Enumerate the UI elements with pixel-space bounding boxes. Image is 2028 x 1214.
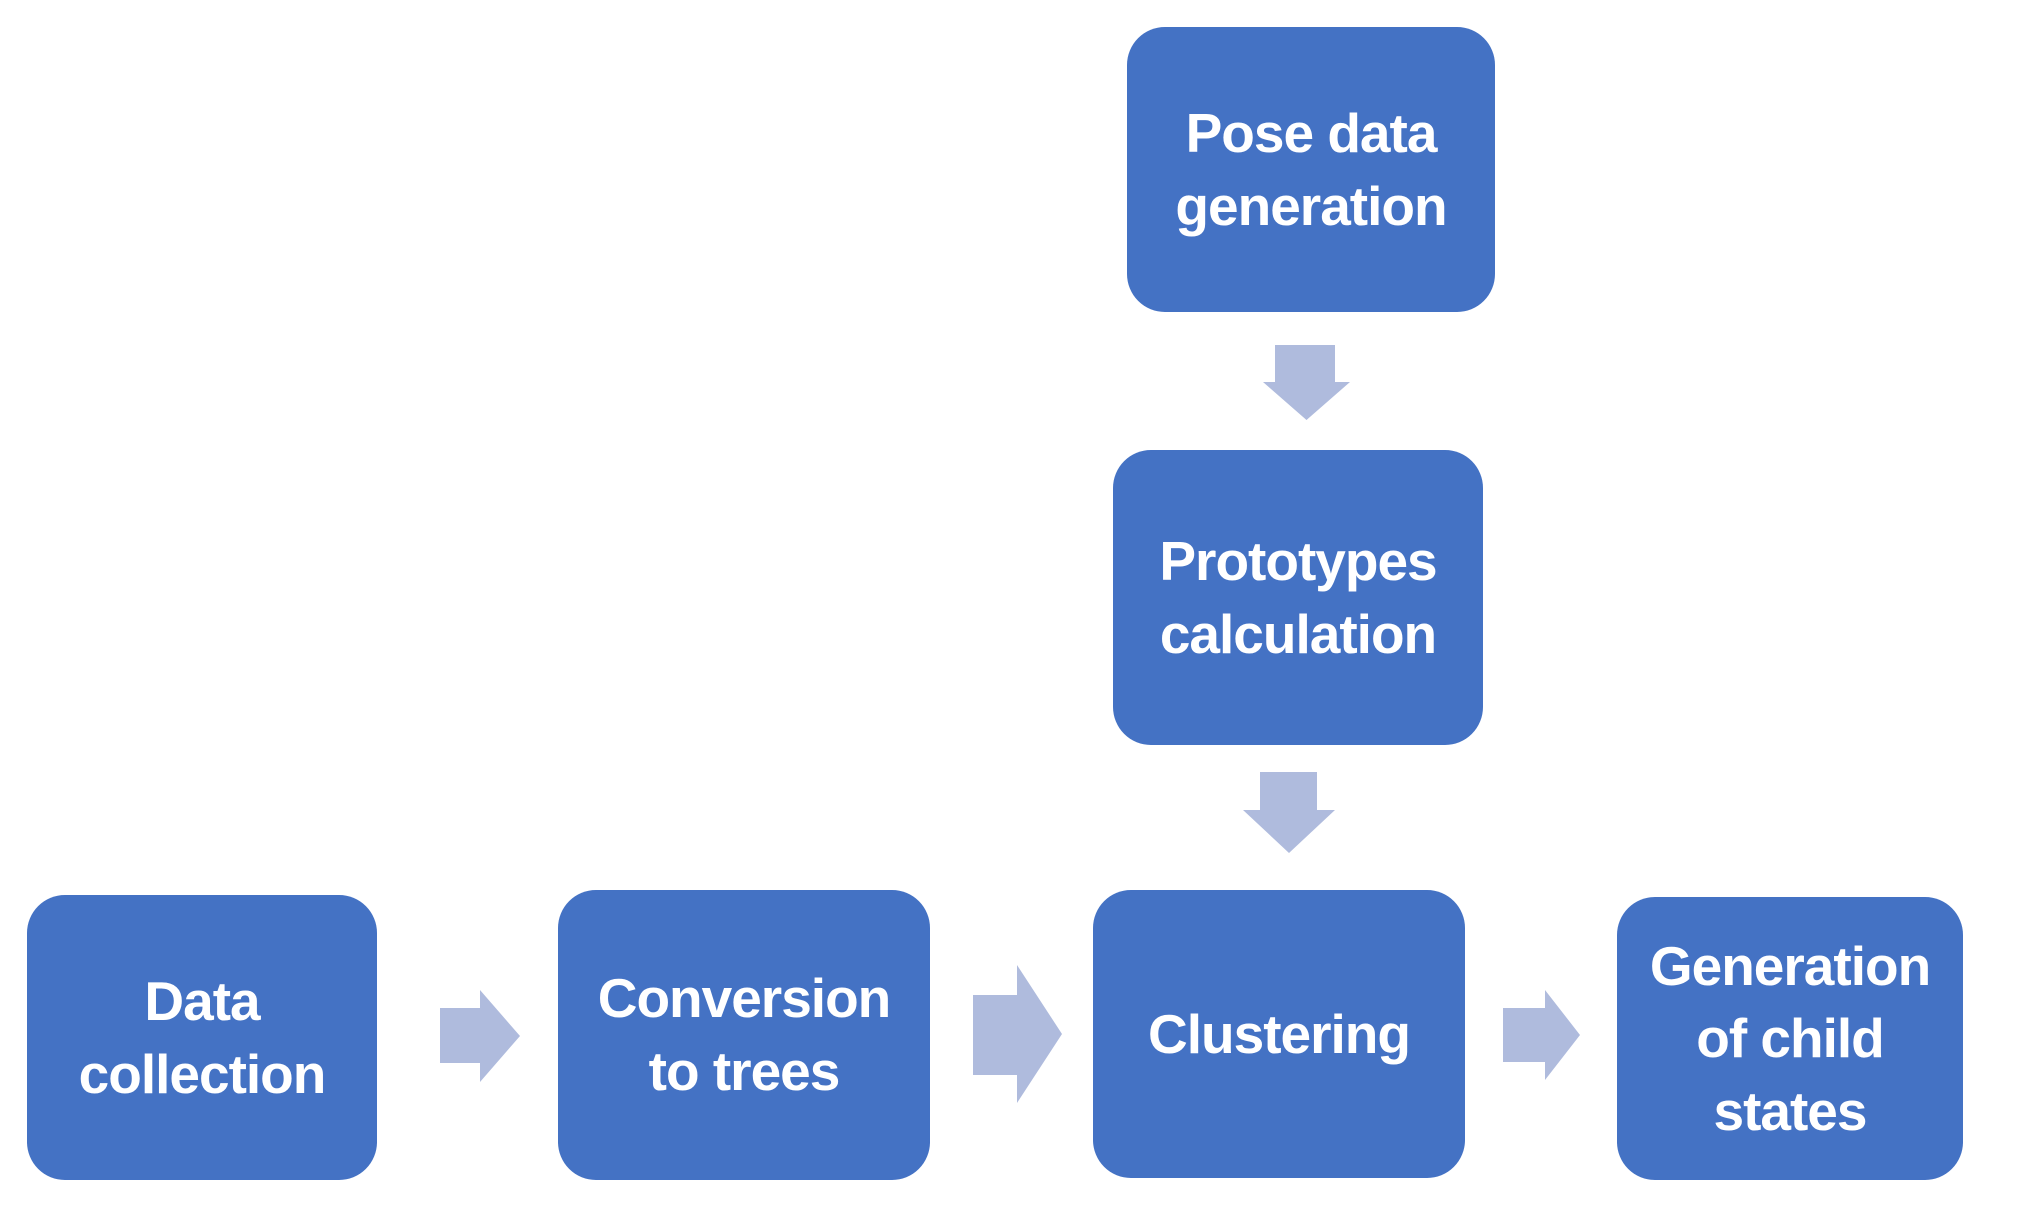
node-clustering: Clustering — [1093, 890, 1465, 1178]
node-data-collection: Data collection — [27, 895, 377, 1180]
node-prototypes-calculation-label: Prototypes calculation — [1159, 529, 1437, 665]
down-arrow-icon — [1263, 345, 1350, 420]
right-arrow-icon — [1503, 990, 1580, 1080]
node-prototypes-calculation: Prototypes calculation — [1113, 450, 1483, 745]
down-arrow-icon — [1243, 772, 1335, 853]
node-generation-of-child-states: Generation of child states — [1617, 897, 1963, 1180]
node-pose-data-generation: Pose data generation — [1127, 27, 1495, 312]
node-clustering-label: Clustering — [1148, 1002, 1411, 1065]
node-data-collection-label: Data collection — [78, 969, 327, 1105]
node-conversion-to-trees-label: Conversion to trees — [597, 967, 892, 1102]
right-arrow-icon — [440, 990, 520, 1082]
node-generation-of-child-states-label: Generation of child states — [1649, 934, 1931, 1142]
node-conversion-to-trees: Conversion to trees — [558, 890, 930, 1180]
right-arrow-icon — [973, 965, 1062, 1103]
node-pose-data-generation-label: Pose data generation — [1175, 101, 1447, 237]
